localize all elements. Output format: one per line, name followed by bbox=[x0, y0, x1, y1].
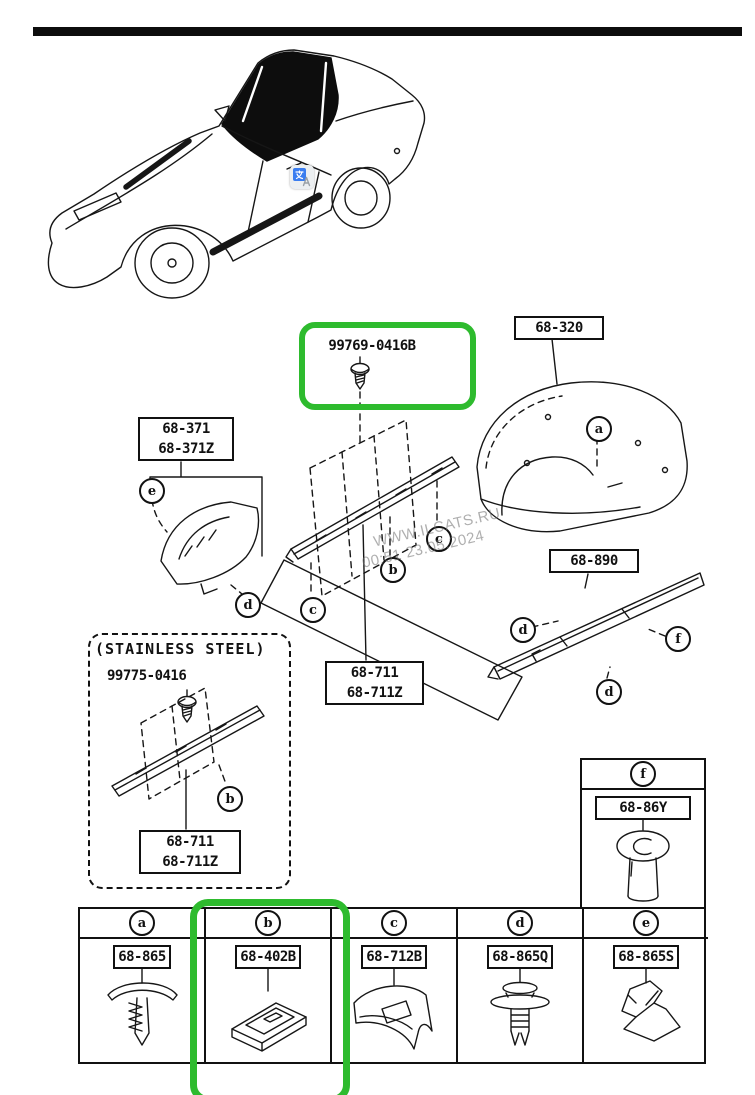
quarter-trim-drawing bbox=[149, 461, 263, 595]
callout-b: b bbox=[217, 786, 243, 812]
push-screw-icon bbox=[107, 969, 178, 1046]
door-inner-panel-drawing bbox=[260, 559, 523, 721]
callout-f: f bbox=[630, 761, 656, 787]
part-label-rear-panel: 68-320 bbox=[514, 316, 604, 340]
fastener-col-c-header: c bbox=[332, 909, 456, 939]
stainless-scuff-drawing bbox=[111, 687, 265, 830]
fastener-col-e: e 68-865S bbox=[584, 909, 708, 1062]
top-rule bbox=[33, 27, 742, 36]
part-label-top-screw: 99769-0416B bbox=[328, 338, 416, 354]
fastener-col-a-header: a bbox=[80, 909, 204, 939]
part-label-line: 68-371 bbox=[162, 421, 210, 437]
part-label-line: 68-711Z bbox=[162, 854, 218, 870]
part-label-line: 68-711 bbox=[166, 834, 214, 850]
part-label-line: 68-711 bbox=[350, 665, 399, 681]
callout-c: c bbox=[426, 526, 452, 552]
callout-d: d bbox=[507, 910, 533, 936]
grommet-icon bbox=[616, 820, 670, 902]
callout-b: b bbox=[255, 910, 281, 936]
callout-e: e bbox=[633, 910, 659, 936]
callout-a: a bbox=[129, 910, 155, 936]
part-label: 68-865Q bbox=[487, 945, 553, 969]
fastener-col-c: c 68-712B bbox=[332, 909, 458, 1062]
leader-scuff-label bbox=[362, 524, 367, 661]
push-rivet-icon bbox=[490, 969, 550, 1046]
fastener-col-d-header: d bbox=[458, 909, 582, 939]
part-label: 68-865 bbox=[113, 945, 171, 969]
callout-d: d bbox=[596, 679, 622, 705]
callout-a: a bbox=[586, 416, 612, 442]
part-label: 68-865S bbox=[613, 945, 679, 969]
cover-clip-icon bbox=[353, 969, 433, 1050]
car-illustration bbox=[47, 49, 426, 299]
stainless-heading: (STAINLESS STEEL) bbox=[95, 640, 266, 658]
callout-d: d bbox=[510, 617, 536, 643]
part-label-stainless-scuff: 68-711 68-711Z bbox=[139, 830, 241, 874]
callout-c: c bbox=[381, 910, 407, 936]
rear-package-trim-drawing bbox=[476, 338, 688, 533]
door-panel-dashed-outline bbox=[309, 419, 417, 597]
screw-icon bbox=[350, 356, 370, 445]
fastener-col-b-header: b bbox=[206, 909, 330, 939]
part-label-sill-garnish: 68-890 bbox=[549, 549, 639, 573]
callout-b: b bbox=[380, 557, 406, 583]
callout-e: e bbox=[139, 478, 165, 504]
part-label-grommet: 68-86Y bbox=[595, 796, 691, 820]
scuff-plate-drawing bbox=[285, 456, 460, 563]
callout-c: c bbox=[300, 597, 326, 623]
translate-extension-icon[interactable] bbox=[290, 165, 314, 189]
callout-d: d bbox=[235, 592, 261, 618]
fastener-col-d: d 68-865Q bbox=[458, 909, 584, 1062]
fastener-cell-f-header: f bbox=[582, 760, 704, 790]
fastener-col-e-header: e bbox=[584, 909, 708, 939]
part-label-quarter-trim: 68-371 68-371Z bbox=[138, 417, 234, 461]
part-label-stainless-screw: 99775-0416 bbox=[107, 668, 187, 684]
slide-clip-icon bbox=[231, 969, 307, 1052]
part-label-scuff-plate: 68-711 68-711Z bbox=[325, 661, 424, 705]
spring-clip-icon bbox=[621, 969, 681, 1042]
fastener-cell-f: f 68-86Y bbox=[580, 758, 706, 909]
fastener-table: a 68-865 b 68-402B bbox=[78, 907, 708, 1064]
part-label: 68-402B bbox=[235, 945, 301, 969]
translate-glyph bbox=[293, 168, 311, 187]
fastener-col-b: b 68-402B bbox=[206, 909, 332, 1062]
part-label-line: 68-371Z bbox=[158, 441, 214, 457]
callout-f: f bbox=[665, 626, 691, 652]
stainless-steel-region: (STAINLESS STEEL) 99775-0416 bbox=[88, 633, 291, 889]
part-label-line: 68-711Z bbox=[346, 685, 403, 701]
sill-garnish-drawing bbox=[487, 572, 705, 680]
fastener-col-a: a 68-865 bbox=[80, 909, 206, 1062]
part-label: 68-712B bbox=[361, 945, 427, 969]
